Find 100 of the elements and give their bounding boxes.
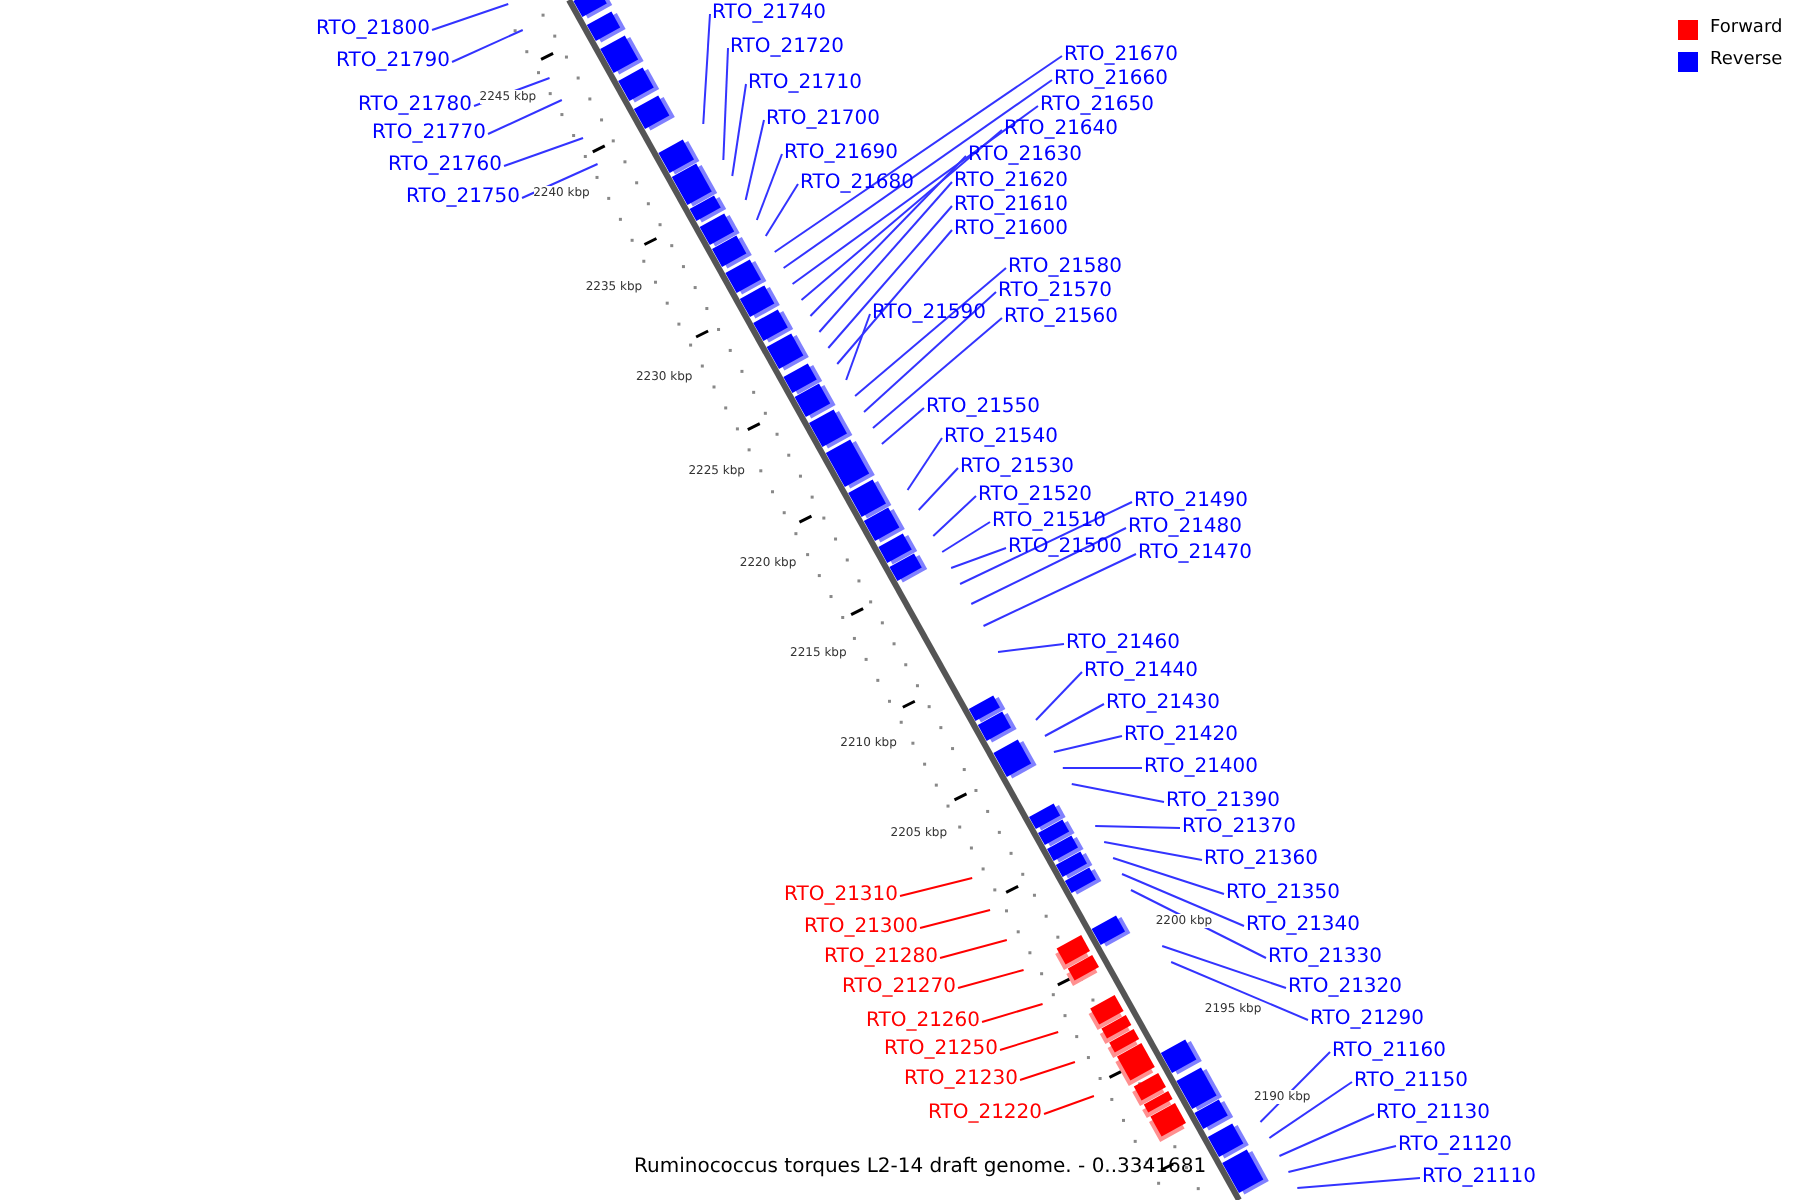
leader-line <box>941 521 991 553</box>
leader-line <box>451 29 524 63</box>
leader-line <box>1070 783 1165 803</box>
gene-label: RTO_21720 <box>730 36 845 60</box>
gene-label: RTO_21540 <box>944 426 1059 450</box>
leader-line <box>932 495 977 537</box>
gene-label: RTO_21250 <box>884 1038 999 1062</box>
gene-label: RTO_21760 <box>388 154 503 178</box>
gene-label: RTO_21160 <box>1332 1040 1447 1064</box>
gene-label: RTO_21320 <box>1288 976 1403 1000</box>
gene-label: RTO_21460 <box>1066 632 1181 656</box>
leader-line <box>906 437 943 491</box>
gene-label: RTO_21350 <box>1226 882 1341 906</box>
gene-label: RTO_21550 <box>926 396 1041 420</box>
legend-label: Forward <box>1710 18 1783 40</box>
leader-line <box>782 79 1053 269</box>
leader-line <box>1268 1081 1353 1139</box>
leader-line <box>1287 1145 1397 1173</box>
gene-label: RTO_21790 <box>336 50 451 74</box>
gene-label: RTO_21260 <box>866 1010 981 1034</box>
leader-line <box>999 1031 1060 1051</box>
gene-label: RTO_21710 <box>748 72 863 96</box>
gene-label: RTO_21660 <box>1054 68 1169 92</box>
leader-line <box>503 137 585 167</box>
leader-line <box>521 163 599 199</box>
leader-line <box>836 229 953 365</box>
gene-label: RTO_21770 <box>372 122 487 146</box>
gene-label: RTO_21340 <box>1246 914 1361 938</box>
gene-label: RTO_21300 <box>804 916 919 940</box>
leader-line <box>854 267 1007 397</box>
leader-line <box>1296 1177 1421 1189</box>
leader-line <box>1112 857 1225 895</box>
leader-line <box>773 55 1063 253</box>
leader-line <box>744 119 765 201</box>
leader-line <box>1094 825 1181 829</box>
gene-label: RTO_21440 <box>1084 660 1199 684</box>
gene-label: RTO_21480 <box>1128 516 1243 540</box>
gene-label: RTO_21530 <box>960 456 1075 480</box>
gene-label: RTO_21740 <box>712 2 827 26</box>
leader-line <box>997 643 1065 653</box>
leader-line <box>950 547 1007 569</box>
gene-label: RTO_21570 <box>998 280 1113 304</box>
leader-line <box>800 129 1003 301</box>
gene-label: RTO_21130 <box>1376 1102 1491 1126</box>
leader-line <box>731 83 747 177</box>
leader-line <box>939 939 1008 959</box>
leader-line <box>917 467 959 511</box>
legend-label: Reverse <box>1710 50 1783 72</box>
gene-label: RTO_21640 <box>1004 118 1119 142</box>
gene-label: RTO_21230 <box>904 1068 1019 1092</box>
gene-label: RTO_21700 <box>766 108 881 132</box>
gene-label: RTO_21800 <box>316 18 431 42</box>
gene-label: RTO_21150 <box>1354 1070 1469 1094</box>
leader-line <box>827 205 953 349</box>
leader-line <box>1170 961 1309 1021</box>
leader-line <box>880 407 925 445</box>
gene-label: RTO_21310 <box>784 884 899 908</box>
leader-line <box>871 317 1003 429</box>
leader-line <box>1052 735 1123 753</box>
leader-line <box>1043 1095 1095 1115</box>
leader-line <box>487 99 563 135</box>
leader-line <box>791 105 1039 285</box>
gene-label: RTO_21430 <box>1106 692 1221 716</box>
leader-line <box>899 877 974 897</box>
gene-label: RTO_21670 <box>1064 44 1179 68</box>
gene-label: RTO_21560 <box>1004 306 1119 330</box>
leader-line <box>809 155 967 317</box>
leader-line <box>1035 671 1083 721</box>
gene-label: RTO_21750 <box>406 186 521 210</box>
leader-line <box>981 1003 1044 1023</box>
gene-label: RTO_21420 <box>1124 724 1239 748</box>
gene-label: RTO_21360 <box>1204 848 1319 872</box>
leader-line <box>1121 873 1245 927</box>
gene-label: RTO_21370 <box>1182 816 1297 840</box>
gene-label: RTO_21780 <box>358 94 473 118</box>
leader-line <box>1161 945 1287 989</box>
leader-line <box>1043 703 1105 737</box>
gene-label: RTO_21280 <box>824 946 939 970</box>
leader-line <box>764 183 799 237</box>
leader-line <box>1019 1061 1076 1081</box>
gene-label: RTO_21290 <box>1310 1008 1425 1032</box>
gene-label: RTO_21120 <box>1398 1134 1513 1158</box>
gene-label: RTO_21400 <box>1144 756 1259 780</box>
gene-label: RTO_21520 <box>978 484 1093 508</box>
gene-label: RTO_21600 <box>954 218 1069 242</box>
gene-label: RTO_21390 <box>1166 790 1281 814</box>
leader-line <box>919 909 992 929</box>
gene-label: RTO_21690 <box>784 142 899 166</box>
gene-label: RTO_21580 <box>1008 256 1123 280</box>
gene-label: RTO_21220 <box>928 1102 1043 1126</box>
gene-label: RTO_21490 <box>1134 490 1249 514</box>
gene-label: RTO_21620 <box>954 170 1069 194</box>
leader-line <box>845 313 871 381</box>
gene-label: RTO_21470 <box>1138 542 1253 566</box>
leader-line <box>818 181 953 333</box>
leader-line <box>755 153 783 221</box>
leader-line <box>863 291 997 413</box>
caption: Ruminococcus torques L2-14 draft genome. - 0..3341681 <box>634 1156 1207 1178</box>
leader-line <box>1103 841 1203 861</box>
leader-line <box>702 13 711 125</box>
